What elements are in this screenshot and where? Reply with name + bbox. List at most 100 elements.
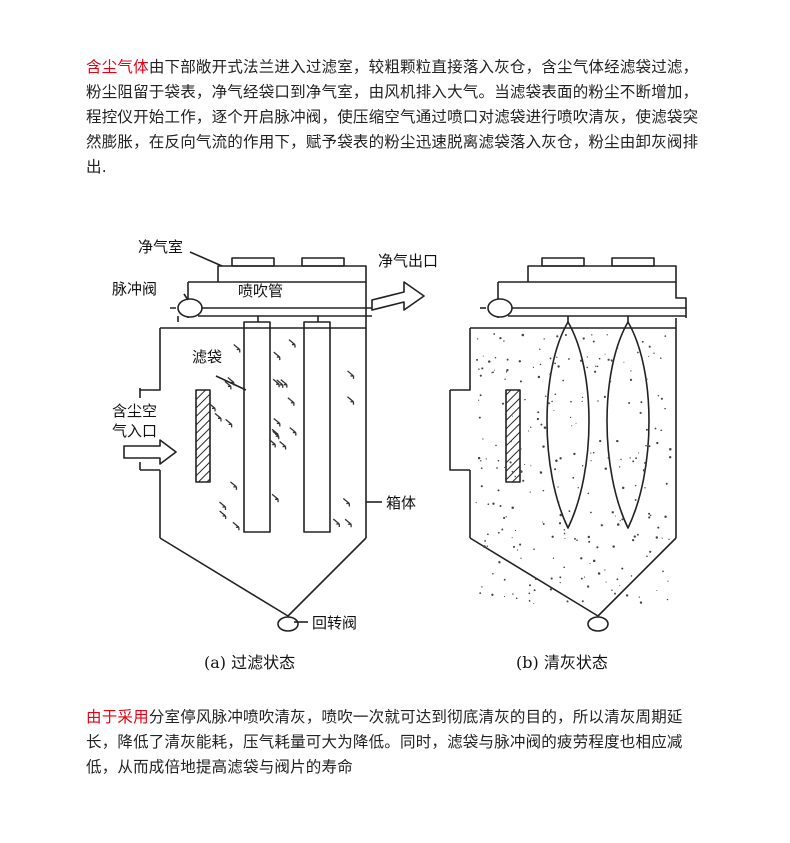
dust-dot xyxy=(630,370,632,372)
dust-dot xyxy=(550,577,553,580)
dust-dot xyxy=(486,545,489,547)
dust-dot xyxy=(590,460,592,462)
dust-dot xyxy=(667,580,669,582)
dust-dot xyxy=(657,395,660,397)
dust-dot xyxy=(497,459,500,462)
label-clean-outlet: 净气出口 xyxy=(378,252,438,270)
dust-dot xyxy=(491,593,494,596)
dust-dot xyxy=(503,596,506,598)
dust-dot xyxy=(655,536,659,539)
conclusion-paragraph: 由于采用分室停风脉冲喷吹清灰，喷吹一次就可达到彻底清灰的目的，所以清灰周期延长，… xyxy=(86,705,704,780)
dust-dot xyxy=(578,497,581,500)
airflow-mark xyxy=(219,501,227,510)
dust-dot xyxy=(649,514,652,517)
dust-dot xyxy=(542,445,545,448)
dust-dot xyxy=(619,520,621,522)
dust-dot xyxy=(563,532,566,535)
dust-dot xyxy=(482,355,484,357)
dust-dot xyxy=(476,338,479,340)
dust-dot xyxy=(511,415,514,417)
dust-dot xyxy=(516,549,519,551)
dust-dot xyxy=(581,396,584,398)
dust-dot xyxy=(636,533,639,536)
dust-dot xyxy=(497,531,500,534)
dust-dot xyxy=(638,596,640,598)
dust-dot xyxy=(557,486,559,488)
dust-dot xyxy=(521,333,525,337)
dust-dot xyxy=(594,370,597,373)
dust-dot xyxy=(511,470,514,473)
dust-dot xyxy=(661,537,663,539)
dust-dot xyxy=(515,597,518,600)
dust-dot xyxy=(485,458,487,460)
dust-dot xyxy=(582,337,585,340)
dust-dot xyxy=(492,371,494,373)
dust-dot xyxy=(638,452,640,454)
dust-dot xyxy=(481,586,483,588)
dust-dot xyxy=(614,592,616,595)
dust-dot xyxy=(501,528,504,531)
dust-dot xyxy=(527,430,530,432)
airflow-mark xyxy=(276,379,284,388)
dust-dot xyxy=(540,423,543,426)
dust-dot xyxy=(475,358,479,361)
dust-dot xyxy=(491,372,493,374)
dust-dot xyxy=(607,358,610,361)
dust-dot xyxy=(479,592,482,595)
dust-dot xyxy=(482,438,484,440)
dust-dot xyxy=(664,515,667,519)
dust-dot xyxy=(478,416,481,419)
dust-dot xyxy=(551,400,553,403)
label-blow-pipe: 喷吹管 xyxy=(238,282,283,300)
dust-dot xyxy=(558,501,560,503)
dust-dot xyxy=(653,352,655,354)
dust-dot xyxy=(499,504,502,508)
dust-dot xyxy=(657,526,660,529)
dust-dot xyxy=(641,340,644,343)
airflow-mark xyxy=(219,510,227,519)
dust-dot xyxy=(557,365,560,368)
dust-dot xyxy=(669,448,672,451)
dust-dot xyxy=(589,562,591,564)
dust-dot xyxy=(621,567,624,570)
dust-dot xyxy=(595,365,597,367)
dust-dot xyxy=(596,365,599,368)
dust-dot xyxy=(587,535,591,539)
dust-dot xyxy=(644,461,647,465)
dust-dot xyxy=(547,402,550,405)
dust-dot xyxy=(503,578,506,581)
airflow-mark xyxy=(280,379,288,388)
dust-dot xyxy=(604,569,606,571)
dust-dot xyxy=(559,581,561,584)
dust-dot xyxy=(563,528,566,531)
dust-dot xyxy=(583,576,586,578)
intro-text: 由下部敞开式法兰进入过滤室，较粗颗粒直接落入灰仓，含尘气体经滤袋过滤，粉尘阻留于… xyxy=(86,58,699,176)
dust-dot xyxy=(506,358,509,361)
dust-dot xyxy=(648,355,650,357)
dust-dot xyxy=(511,506,514,509)
dust-dot xyxy=(528,584,532,587)
dust-dot xyxy=(481,367,484,370)
airflow-mark xyxy=(288,339,296,348)
dust-dot xyxy=(575,422,577,424)
airflow-mark xyxy=(214,412,222,422)
airflow-mark xyxy=(268,439,276,448)
dust-dot xyxy=(528,600,531,602)
airflow-mark xyxy=(342,497,350,507)
dust-dot xyxy=(592,340,595,343)
dust-dot xyxy=(633,535,636,538)
airflow-mark xyxy=(232,521,240,531)
dust-dot xyxy=(587,492,590,495)
dust-dot xyxy=(533,603,535,605)
dust-dot xyxy=(629,457,631,459)
dust-dot xyxy=(511,537,513,539)
dust-dot xyxy=(656,590,658,591)
dust-dot xyxy=(512,593,514,595)
airflow-mark xyxy=(347,370,355,379)
dust-dot xyxy=(505,516,507,518)
dust-dot xyxy=(539,471,543,474)
airflow-mark xyxy=(271,428,279,438)
dust-dot xyxy=(581,600,584,603)
airflow-mark xyxy=(233,344,241,353)
dust-dot xyxy=(497,489,500,492)
